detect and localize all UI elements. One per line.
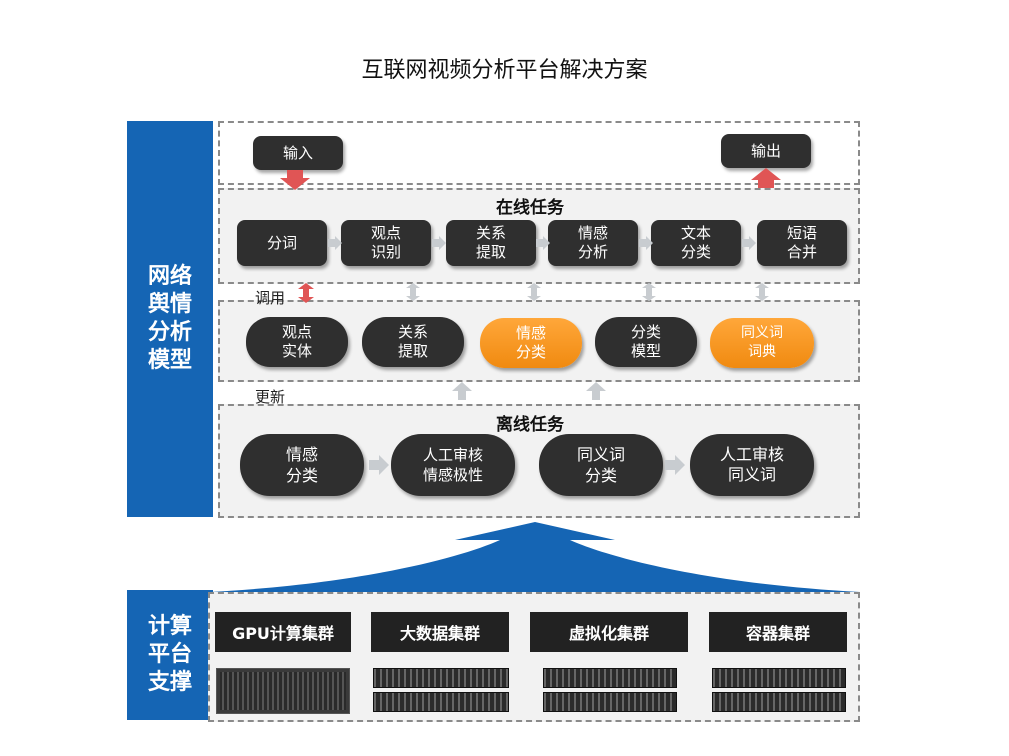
online-step-merge: 短语 合并 xyxy=(757,220,847,266)
bidirectional-arrow-icon xyxy=(642,283,656,301)
cluster-gpu: GPU计算集群 xyxy=(215,612,351,652)
cluster-bigdata: 大数据集群 xyxy=(371,612,509,652)
chevron-right-icon xyxy=(639,236,653,250)
bidirectional-arrow-icon xyxy=(406,283,420,301)
offline-step-sentiment: 情感 分类 xyxy=(240,434,364,496)
online-step-opinion: 观点 识别 xyxy=(341,220,431,266)
up-arrow-icon xyxy=(586,382,606,400)
up-arrow-icon xyxy=(452,382,472,400)
offline-step-manual-polarity: 人工审核 情感极性 xyxy=(391,434,515,496)
chevron-right-icon xyxy=(328,236,342,250)
model-classification: 分类 模型 xyxy=(595,317,697,367)
container-server-image xyxy=(712,692,846,712)
model-synonym-dictionary: 同义词 词典 xyxy=(710,318,814,368)
invoke-label: 调用 xyxy=(255,289,286,307)
cluster-container: 容器集群 xyxy=(709,612,847,652)
offline-heading: 离线任务 xyxy=(496,415,564,435)
model-section-label: 网络 舆情 分析 模型 xyxy=(127,121,213,517)
chevron-right-icon xyxy=(742,236,756,250)
model-sentiment-classification: 情感 分类 xyxy=(480,318,582,368)
bidirectional-arrow-icon xyxy=(755,283,769,301)
chevron-right-icon xyxy=(665,455,685,475)
bidirectional-arrow-icon xyxy=(527,283,541,301)
chevron-right-icon xyxy=(432,236,446,250)
bigdata-server-image xyxy=(373,692,509,712)
model-relation-extraction: 关系 提取 xyxy=(362,317,464,367)
online-step-classification: 文本 分类 xyxy=(651,220,741,266)
input-down-arrow-icon xyxy=(280,170,310,190)
update-label: 更新 xyxy=(255,388,286,406)
container-server-image xyxy=(712,668,846,688)
page-title: 互联网视频分析平台解决方案 xyxy=(361,58,648,83)
cluster-virtualization: 虚拟化集群 xyxy=(530,612,688,652)
bidirectional-arrow-icon xyxy=(298,283,314,303)
chevron-right-icon xyxy=(536,236,550,250)
online-step-segmentation: 分词 xyxy=(237,220,327,266)
online-step-relation: 关系 提取 xyxy=(446,220,536,266)
offline-step-synonym-classify: 同义词 分类 xyxy=(539,434,663,496)
bigdata-server-image xyxy=(373,668,509,688)
online-step-sentiment: 情感 分析 xyxy=(548,220,638,266)
platform-section-label: 计算 平台 支撑 xyxy=(127,590,213,720)
virtualization-server-image xyxy=(543,692,677,712)
virtualization-server-image xyxy=(543,668,677,688)
chevron-right-icon xyxy=(369,455,389,475)
online-heading: 在线任务 xyxy=(496,198,564,218)
support-arrow-icon xyxy=(210,522,860,592)
input-box: 输入 xyxy=(253,136,343,170)
output-up-arrow-icon xyxy=(751,168,781,188)
output-box: 输出 xyxy=(721,134,811,168)
model-opinion-entity: 观点 实体 xyxy=(246,317,348,367)
offline-step-manual-synonym: 人工审核 同义词 xyxy=(690,434,814,496)
gpu-server-image xyxy=(216,668,350,714)
